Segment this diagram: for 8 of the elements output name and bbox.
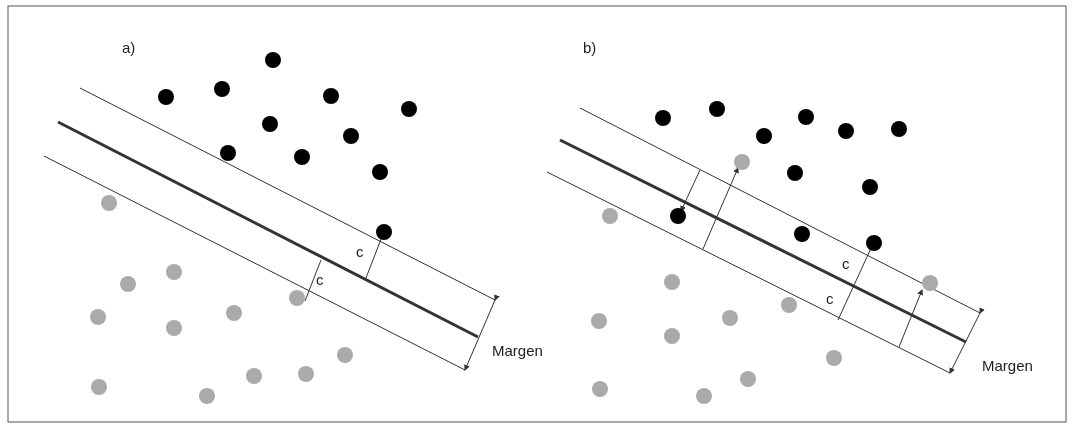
- margin-label: Margen: [982, 358, 1033, 374]
- distance-label: c: [316, 272, 324, 288]
- margin-label: Margen: [492, 343, 543, 359]
- panel-label: a): [122, 40, 136, 56]
- distance-label: c: [826, 291, 834, 307]
- distance-label: c: [842, 256, 850, 272]
- panel-label: b): [583, 40, 597, 56]
- distance-label: c: [356, 244, 364, 260]
